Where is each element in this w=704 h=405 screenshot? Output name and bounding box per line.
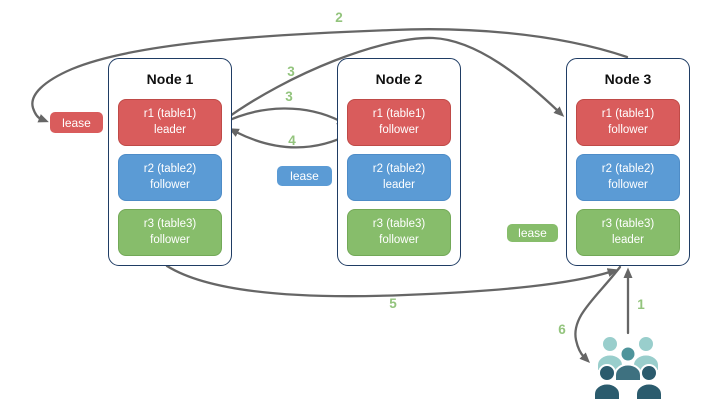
node-3-replica-r3: r3 (table3) leader (576, 209, 680, 256)
node-3-replica-r1: r1 (table1) follower (576, 99, 680, 146)
replica-role: follower (379, 233, 419, 246)
replica-name: r3 (table3) (143, 218, 197, 231)
replica-name: r2 (table2) (372, 163, 426, 176)
arrow-step-3-node1-to-node2 (221, 107, 348, 125)
replica-role: leader (612, 233, 644, 246)
node-3-replica-r2: r2 (table2) follower (576, 154, 680, 201)
replica-role: leader (154, 123, 186, 136)
replica-role: follower (608, 123, 648, 136)
step-label-3b: 3 (285, 89, 293, 104)
replica-role: follower (150, 233, 190, 246)
node-1-replica-r2: r2 (table2) follower (118, 154, 222, 201)
lease-badge-r3: lease (507, 224, 558, 242)
replica-name: r3 (table3) (601, 218, 655, 231)
node-1-title: Node 1 (146, 71, 194, 87)
node-1-replica-r1: r1 (table1) leader (118, 99, 222, 146)
step-label-2: 2 (335, 10, 343, 25)
lease-badge-r1: lease (50, 112, 103, 133)
node-2-replica-r1: r1 (table1) follower (347, 99, 451, 146)
node-3: Node 3 r1 (table1) follower r2 (table2) … (566, 58, 690, 266)
step-label-4: 4 (288, 133, 296, 148)
step-label-5: 5 (389, 296, 397, 311)
replica-name: r1 (table1) (143, 108, 197, 121)
replica-name: r3 (table3) (372, 218, 426, 231)
node-2-replica-r3: r3 (table3) follower (347, 209, 451, 256)
lease-badge-r2: lease (277, 166, 332, 186)
node-3-title: Node 3 (604, 71, 652, 87)
node-2-title: Node 2 (375, 71, 423, 87)
replica-name: r2 (table2) (601, 163, 655, 176)
step-label-1: 1 (637, 297, 645, 312)
replica-role: leader (383, 178, 415, 191)
replica-name: r2 (table2) (143, 163, 197, 176)
replica-role: follower (150, 178, 190, 191)
replica-name: r1 (table1) (601, 108, 655, 121)
users-group-icon (593, 335, 663, 401)
node-1-replica-r3: r3 (table3) follower (118, 209, 222, 256)
node-2: Node 2 r1 (table1) follower r2 (table2) … (337, 58, 461, 266)
arrow-step-5-node1-to-node3 (165, 264, 619, 298)
step-label-3a: 3 (287, 64, 295, 79)
node-1: Node 1 r1 (table1) leader r2 (table2) fo… (108, 58, 232, 266)
replica-name: r1 (table1) (372, 108, 426, 121)
replica-role: follower (608, 178, 648, 191)
step-label-6: 6 (558, 322, 566, 337)
node-2-replica-r2: r2 (table2) leader (347, 154, 451, 201)
replica-role: follower (379, 123, 419, 136)
